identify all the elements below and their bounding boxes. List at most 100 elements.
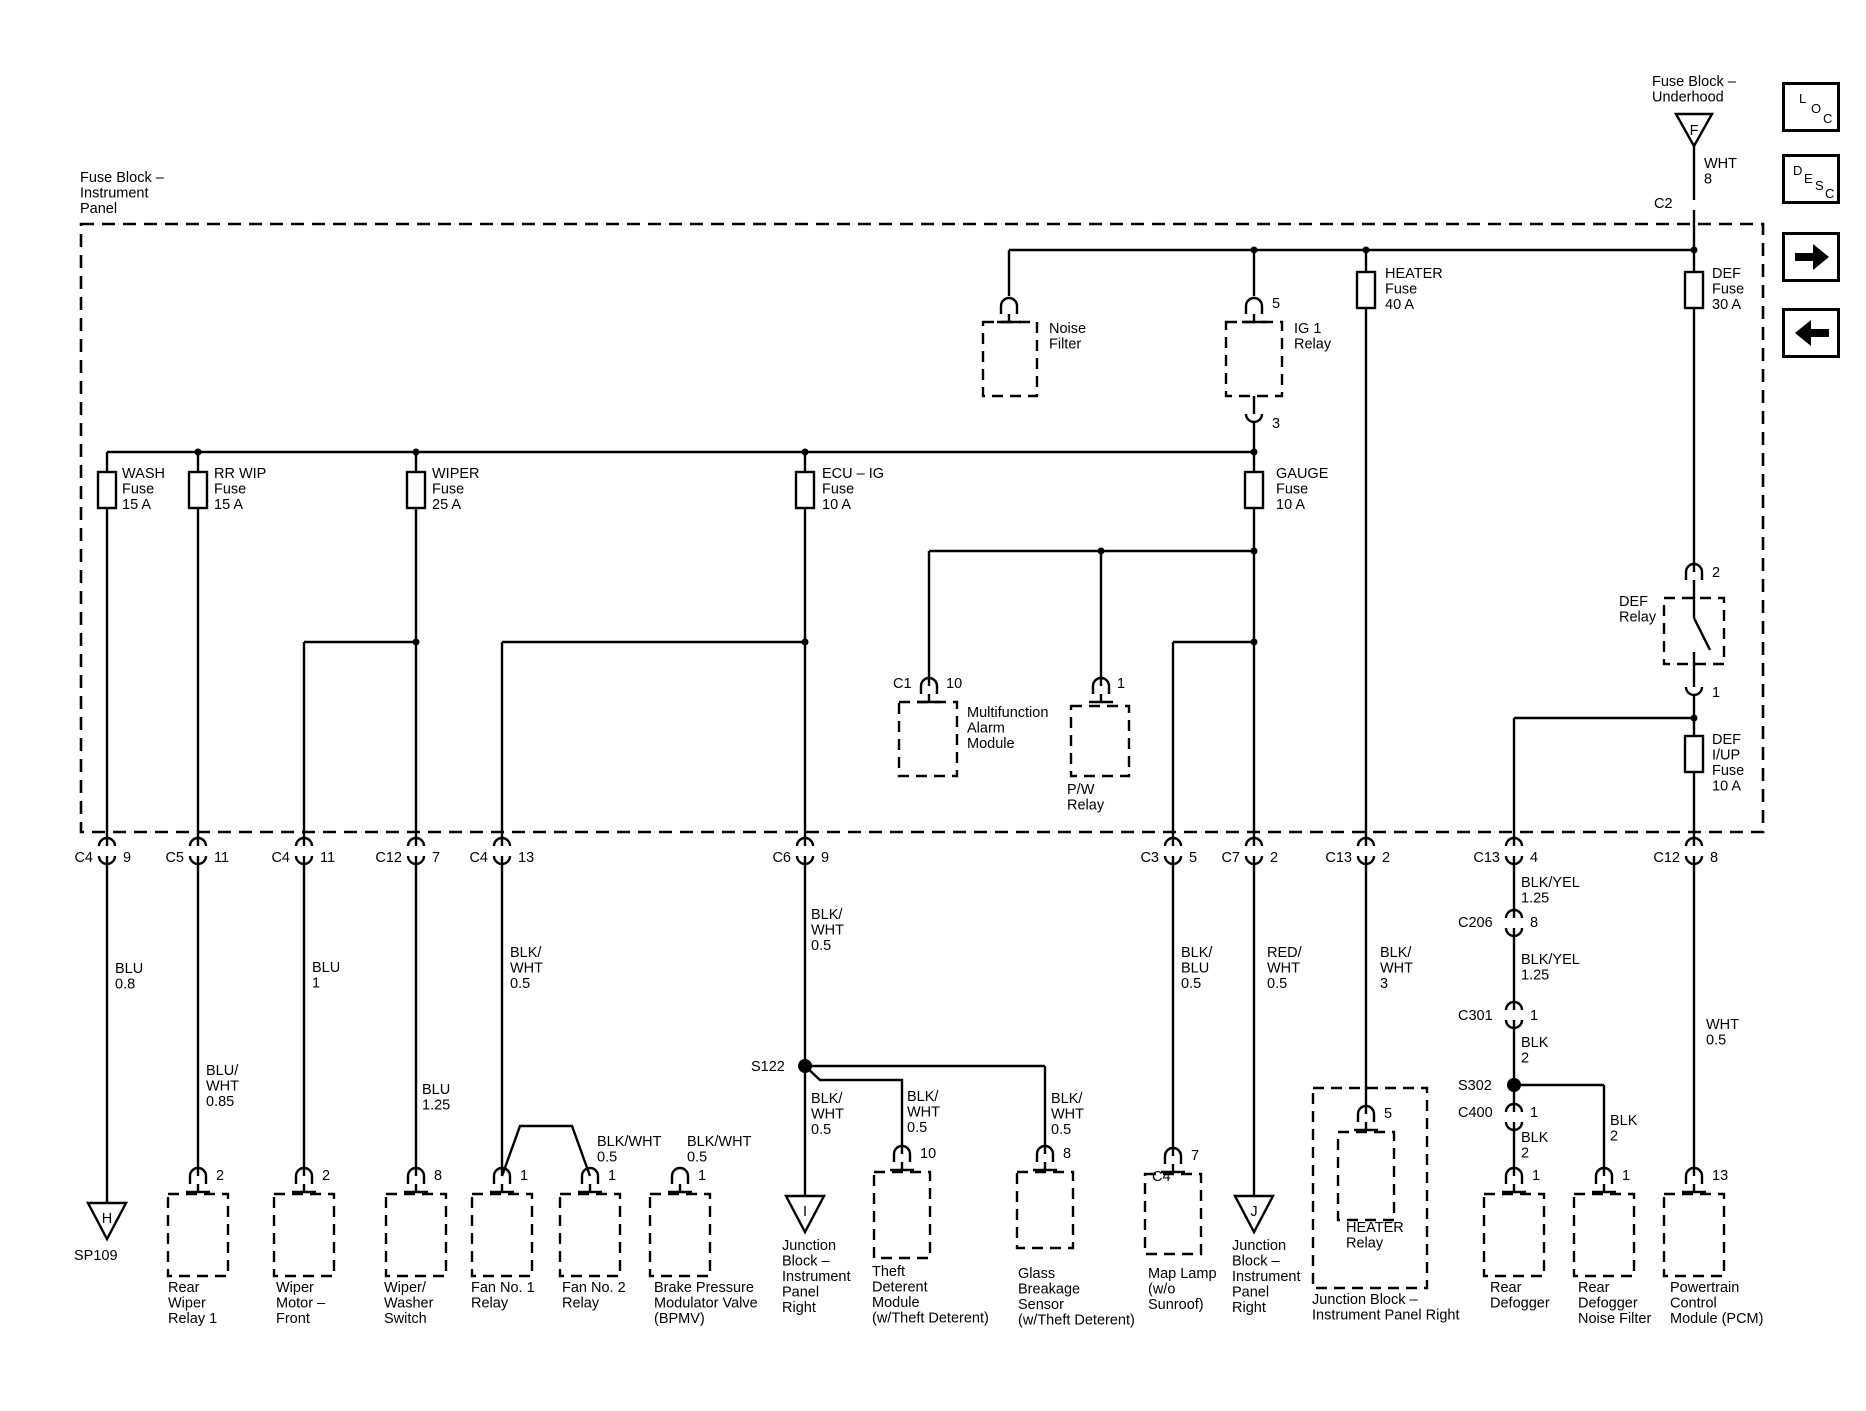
multifunction-alarm-module bbox=[897, 676, 959, 778]
connector-pin: 5 bbox=[1189, 850, 1197, 866]
component-pin: 1 bbox=[608, 1168, 616, 1184]
loc-letter-l: L bbox=[1799, 91, 1807, 106]
arrow-left-icon bbox=[1795, 320, 1829, 346]
connector-4: C4 13 bbox=[469, 836, 534, 866]
def-iup-fuse bbox=[1683, 734, 1705, 774]
component-pin: 10 bbox=[920, 1146, 936, 1162]
component-pin: 5 bbox=[1384, 1106, 1392, 1122]
next-button[interactable] bbox=[1782, 232, 1840, 282]
desc-letter-s: S bbox=[1815, 178, 1824, 193]
connector-2: C4 11 bbox=[271, 836, 335, 866]
desc-letter-c: C bbox=[1825, 186, 1835, 201]
s302-label: S302 bbox=[1458, 1078, 1492, 1094]
pw-relay-pin: 1 bbox=[1117, 676, 1125, 692]
connector-pin: 9 bbox=[821, 850, 829, 866]
fuse-symbols bbox=[96, 270, 1705, 774]
connector-pin: 2 bbox=[1382, 850, 1390, 866]
junction-block-heater-region bbox=[1311, 1086, 1429, 1290]
c206-label: C206 bbox=[1458, 915, 1493, 931]
connector-name: C4 bbox=[271, 850, 290, 866]
noise-filter bbox=[981, 296, 1039, 398]
splice-s302 bbox=[1507, 1078, 1521, 1092]
desc-button[interactable]: D E S C bbox=[1782, 154, 1840, 204]
connector-pin: 13 bbox=[518, 850, 534, 866]
ig1-relay-pin-in: 5 bbox=[1272, 296, 1280, 312]
def-relay-pin-in: 2 bbox=[1712, 565, 1720, 581]
connector-name: C5 bbox=[165, 850, 184, 866]
c400-pin: 1 bbox=[1530, 1105, 1538, 1121]
ig1-relay bbox=[1224, 296, 1284, 424]
connector-pin: 9 bbox=[123, 850, 131, 866]
splice-s122 bbox=[798, 1059, 812, 1073]
connector-name: C3 bbox=[1140, 850, 1159, 866]
component-pin: 1 bbox=[698, 1168, 706, 1184]
back-button[interactable] bbox=[1782, 308, 1840, 358]
component-pin: 13 bbox=[1712, 1168, 1728, 1184]
desc-letter-e: E bbox=[1804, 171, 1813, 186]
ip-fuse-block-boundary bbox=[79, 222, 1765, 834]
connector-pin: 11 bbox=[320, 850, 335, 866]
wash-fuse bbox=[96, 470, 118, 510]
mfam-pin: 10 bbox=[946, 676, 962, 692]
component-pin: 1 bbox=[1532, 1168, 1540, 1184]
pw-relay bbox=[1069, 676, 1131, 778]
ig1-relay-pin-out: 3 bbox=[1272, 416, 1280, 432]
component-tag: J bbox=[1250, 1204, 1257, 1220]
splice-dots bbox=[194, 246, 1698, 1092]
connector-pin: 8 bbox=[1710, 850, 1718, 866]
loc-button[interactable]: L O C bbox=[1782, 82, 1840, 132]
connector-name: C6 bbox=[772, 850, 791, 866]
connector-pin: 2 bbox=[1270, 850, 1278, 866]
connector-name: C4 bbox=[469, 850, 488, 866]
wire-layer bbox=[105, 146, 1696, 1203]
connector-name: C7 bbox=[1221, 850, 1240, 866]
